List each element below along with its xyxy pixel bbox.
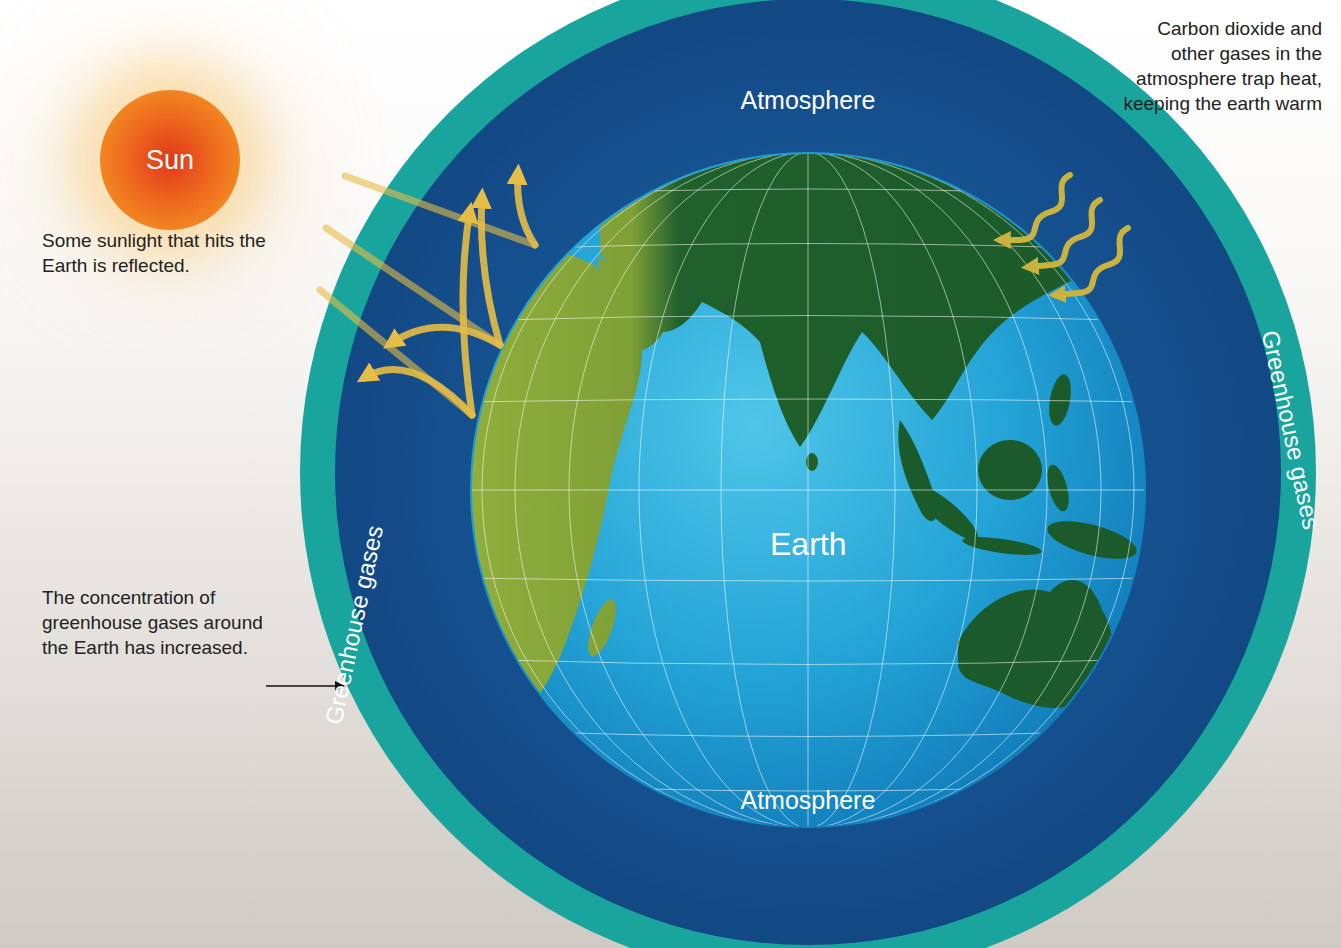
- new-guinea: [1044, 514, 1141, 567]
- arabia: [598, 256, 664, 353]
- sun-circle: Sun: [100, 90, 240, 230]
- africa: [460, 239, 642, 734]
- java: [961, 534, 1042, 559]
- earth-label: Earth: [770, 526, 846, 563]
- reflected-ray: [463, 210, 472, 415]
- incoming-ray: [320, 290, 472, 415]
- reflected-ray: [481, 196, 500, 345]
- leader-arrow: [266, 685, 344, 687]
- parallel: [460, 490, 1160, 491]
- meridian: [808, 140, 809, 840]
- atmosphere-label: Atmosphere: [741, 86, 876, 115]
- parallel: [460, 782, 1160, 791]
- meridian: [515, 152, 1101, 828]
- parallel: [460, 399, 1160, 402]
- parallel: [460, 729, 1160, 737]
- meridian: [482, 152, 1134, 828]
- globe-grid: [460, 140, 1160, 840]
- heat-wave: [1028, 200, 1100, 267]
- continents: [460, 152, 1140, 736]
- greenhouse-ring: Greenhouse gasesGreenhouse gasesAtmosphe…: [300, 0, 1316, 948]
- reflection-note: Some sunlight that hits the Earth is ref…: [42, 228, 272, 278]
- atmosphere-disc: AtmosphereAtmosphereEarth: [335, 0, 1281, 945]
- tasmania: [1053, 720, 1071, 736]
- meridian: [721, 152, 895, 828]
- philippines: [1046, 373, 1075, 428]
- parallel: [460, 578, 1160, 581]
- parallel: [460, 244, 1160, 252]
- parallel: [460, 316, 1160, 322]
- malay-peninsula: [898, 420, 937, 521]
- borneo: [978, 440, 1042, 500]
- earth-globe: Earth: [470, 152, 1146, 828]
- sun-rays: [320, 172, 535, 415]
- parallel: [460, 189, 1160, 198]
- heat-wave: [1000, 175, 1070, 240]
- australia: [958, 580, 1112, 708]
- meridian: [639, 152, 977, 828]
- heat-wave: [1055, 228, 1128, 295]
- heat-note: Carbon dioxide and other gases in the at…: [1120, 16, 1322, 116]
- incoming-ray: [345, 176, 535, 245]
- reflected-ray: [518, 172, 535, 245]
- reflected-ray: [390, 327, 500, 345]
- meridian: [569, 152, 1047, 828]
- sri-lanka: [806, 453, 818, 471]
- reflected-ray: [364, 370, 472, 415]
- atmosphere-label: Atmosphere: [741, 786, 876, 815]
- incoming-ray: [326, 228, 500, 345]
- asia: [600, 152, 1110, 447]
- parallel: [460, 659, 1160, 665]
- sumatra: [906, 477, 984, 548]
- trapped-heat: [1000, 175, 1128, 295]
- sun-label: Sun: [146, 145, 194, 176]
- concentration-note: The concentration of greenhouse gases ar…: [42, 585, 264, 660]
- madagascar: [582, 596, 621, 659]
- sulawesi: [1043, 462, 1073, 513]
